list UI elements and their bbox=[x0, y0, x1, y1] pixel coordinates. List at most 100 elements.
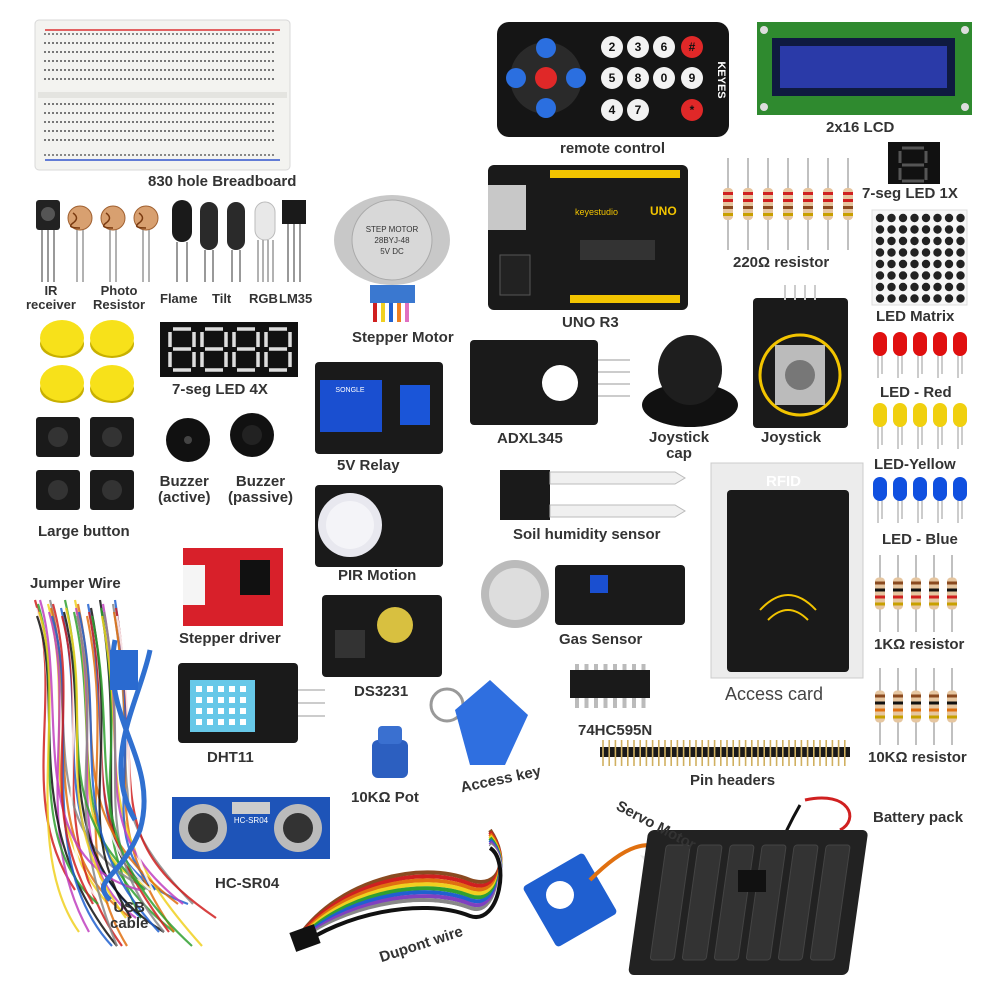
remote-key: 7 bbox=[627, 99, 649, 121]
ds3231-module bbox=[322, 595, 442, 677]
label-pir: PIR Motion bbox=[338, 567, 417, 584]
label-pot: 10KΩ Pot bbox=[351, 789, 419, 806]
yellow-button-caps bbox=[40, 320, 134, 403]
svg-text:4: 4 bbox=[609, 103, 616, 117]
svg-text:#: # bbox=[689, 40, 696, 54]
label-r220: 220Ω resistor bbox=[733, 254, 830, 271]
access-key-fob bbox=[429, 680, 528, 765]
svg-text:8: 8 bbox=[635, 71, 642, 85]
label-battery: Battery pack bbox=[873, 809, 964, 826]
adxl345-module bbox=[470, 340, 630, 425]
potentiometer-10k bbox=[372, 726, 408, 778]
label-flame: Flame bbox=[160, 291, 198, 306]
label-uno: UNO R3 bbox=[562, 314, 619, 331]
label-r10k: 10KΩ resistor bbox=[868, 749, 967, 766]
label-breadboard: 830 hole Breadboard bbox=[148, 173, 297, 190]
label-r1k: 1KΩ resistor bbox=[874, 636, 965, 653]
label-ir: IR receiver bbox=[26, 283, 76, 312]
dupont-ribbon bbox=[289, 828, 503, 952]
label-led-blue: LED - Blue bbox=[882, 531, 958, 548]
seven-seg-4x bbox=[160, 322, 298, 377]
label-large-button: Large button bbox=[38, 523, 130, 540]
label-stepper-driver: Stepper driver bbox=[179, 630, 281, 647]
label-joystick: Joystick bbox=[761, 429, 822, 446]
label-photo: Photo Resistor bbox=[93, 283, 146, 312]
svg-text:7: 7 bbox=[635, 103, 642, 117]
label-joycap: Joystick cap bbox=[649, 429, 710, 462]
leds-blue bbox=[873, 477, 967, 523]
uno-brand: keyestudio bbox=[575, 207, 618, 217]
label-hcsr04: HC-SR04 bbox=[215, 875, 280, 892]
seven-seg-1x bbox=[888, 142, 940, 184]
resistors-220 bbox=[723, 158, 853, 250]
remote-key: * bbox=[681, 99, 703, 121]
remote-key: 8 bbox=[627, 67, 649, 89]
label-led-red: LED - Red bbox=[880, 384, 952, 401]
soil-humidity-sensor bbox=[500, 470, 686, 520]
label-ic595: 74HC595N bbox=[578, 722, 653, 739]
joystick-module bbox=[753, 285, 848, 428]
svg-text:9: 9 bbox=[689, 71, 696, 85]
stepper-text-1: STEP MOTOR bbox=[366, 225, 419, 234]
lcd-module bbox=[757, 22, 972, 115]
pir-module bbox=[315, 485, 443, 567]
uno-board-text: UNO bbox=[650, 204, 677, 218]
joystick-cap bbox=[642, 335, 738, 427]
label-jumper: Jumper Wire bbox=[30, 575, 121, 592]
remote-key: # bbox=[681, 36, 703, 58]
stepper-driver-board bbox=[183, 548, 283, 626]
label-remote: remote control bbox=[560, 140, 666, 157]
stepper-text-3: 5V DC bbox=[380, 247, 404, 256]
label-matrix: LED Matrix bbox=[876, 308, 955, 325]
rfid-card-area bbox=[710, 462, 864, 679]
svg-text:0: 0 bbox=[661, 71, 668, 85]
resistors-1k bbox=[875, 555, 957, 632]
label-soil: Soil humidity sensor bbox=[513, 526, 661, 543]
label-access-card: Access card bbox=[725, 684, 824, 704]
battery-pack bbox=[628, 796, 868, 975]
large-buttons bbox=[36, 417, 134, 510]
label-pin-headers: Pin headers bbox=[690, 772, 776, 789]
label-ds3231: DS3231 bbox=[354, 683, 409, 700]
svg-text:3: 3 bbox=[635, 40, 642, 54]
label-rgb: RGB bbox=[249, 291, 278, 306]
remote-key: 5 bbox=[601, 67, 623, 89]
label-seg4: 7-seg LED 4X bbox=[172, 381, 268, 398]
label-tilt: Tilt bbox=[212, 291, 232, 306]
remote-brand: KEYES bbox=[715, 61, 727, 98]
resistors-10k bbox=[875, 668, 957, 745]
remote-key: 6 bbox=[653, 36, 675, 58]
led-matrix bbox=[871, 209, 968, 306]
label-lcd: 2x16 LCD bbox=[826, 119, 895, 136]
label-stepper-motor: Stepper Motor bbox=[352, 329, 454, 346]
label-buzzer-passive: Buzzer (passive) bbox=[228, 473, 294, 506]
breadboard bbox=[34, 19, 291, 171]
jumper-wires bbox=[33, 599, 217, 947]
pin-headers bbox=[600, 740, 850, 766]
sonar-board-text: HC-SR04 bbox=[234, 816, 269, 825]
gas-sensor bbox=[481, 560, 685, 628]
label-dht11: DHT11 bbox=[207, 749, 254, 766]
leds-yellow bbox=[873, 403, 967, 449]
remote-key: 9 bbox=[681, 67, 703, 89]
label-seg1: 7-seg LED 1X bbox=[862, 185, 958, 202]
label-rfid: RFID bbox=[766, 473, 801, 490]
label-usb: USB cable bbox=[110, 899, 149, 932]
label-relay: 5V Relay bbox=[337, 457, 400, 474]
label-gas: Gas Sensor bbox=[559, 631, 643, 648]
label-buzzer-active: Buzzer (active) bbox=[158, 473, 211, 506]
uno-r3-board: UNO keyestudio bbox=[488, 165, 688, 310]
dht11-module bbox=[178, 663, 325, 743]
svg-text:5: 5 bbox=[609, 71, 616, 85]
hc-sr04-module: HC-SR04 bbox=[172, 797, 330, 859]
svg-text:6: 6 bbox=[661, 40, 668, 54]
remote-key: 2 bbox=[601, 36, 623, 58]
remote-key: 4 bbox=[601, 99, 623, 121]
svg-text:2: 2 bbox=[609, 40, 616, 54]
label-led-yellow: LED-Yellow bbox=[874, 456, 956, 473]
relay-module: SONGLE bbox=[315, 362, 443, 454]
svg-text:*: * bbox=[690, 103, 695, 117]
leds-red bbox=[873, 332, 967, 378]
stepper-motor: STEP MOTOR 28BYJ-48 5V DC bbox=[334, 195, 450, 322]
